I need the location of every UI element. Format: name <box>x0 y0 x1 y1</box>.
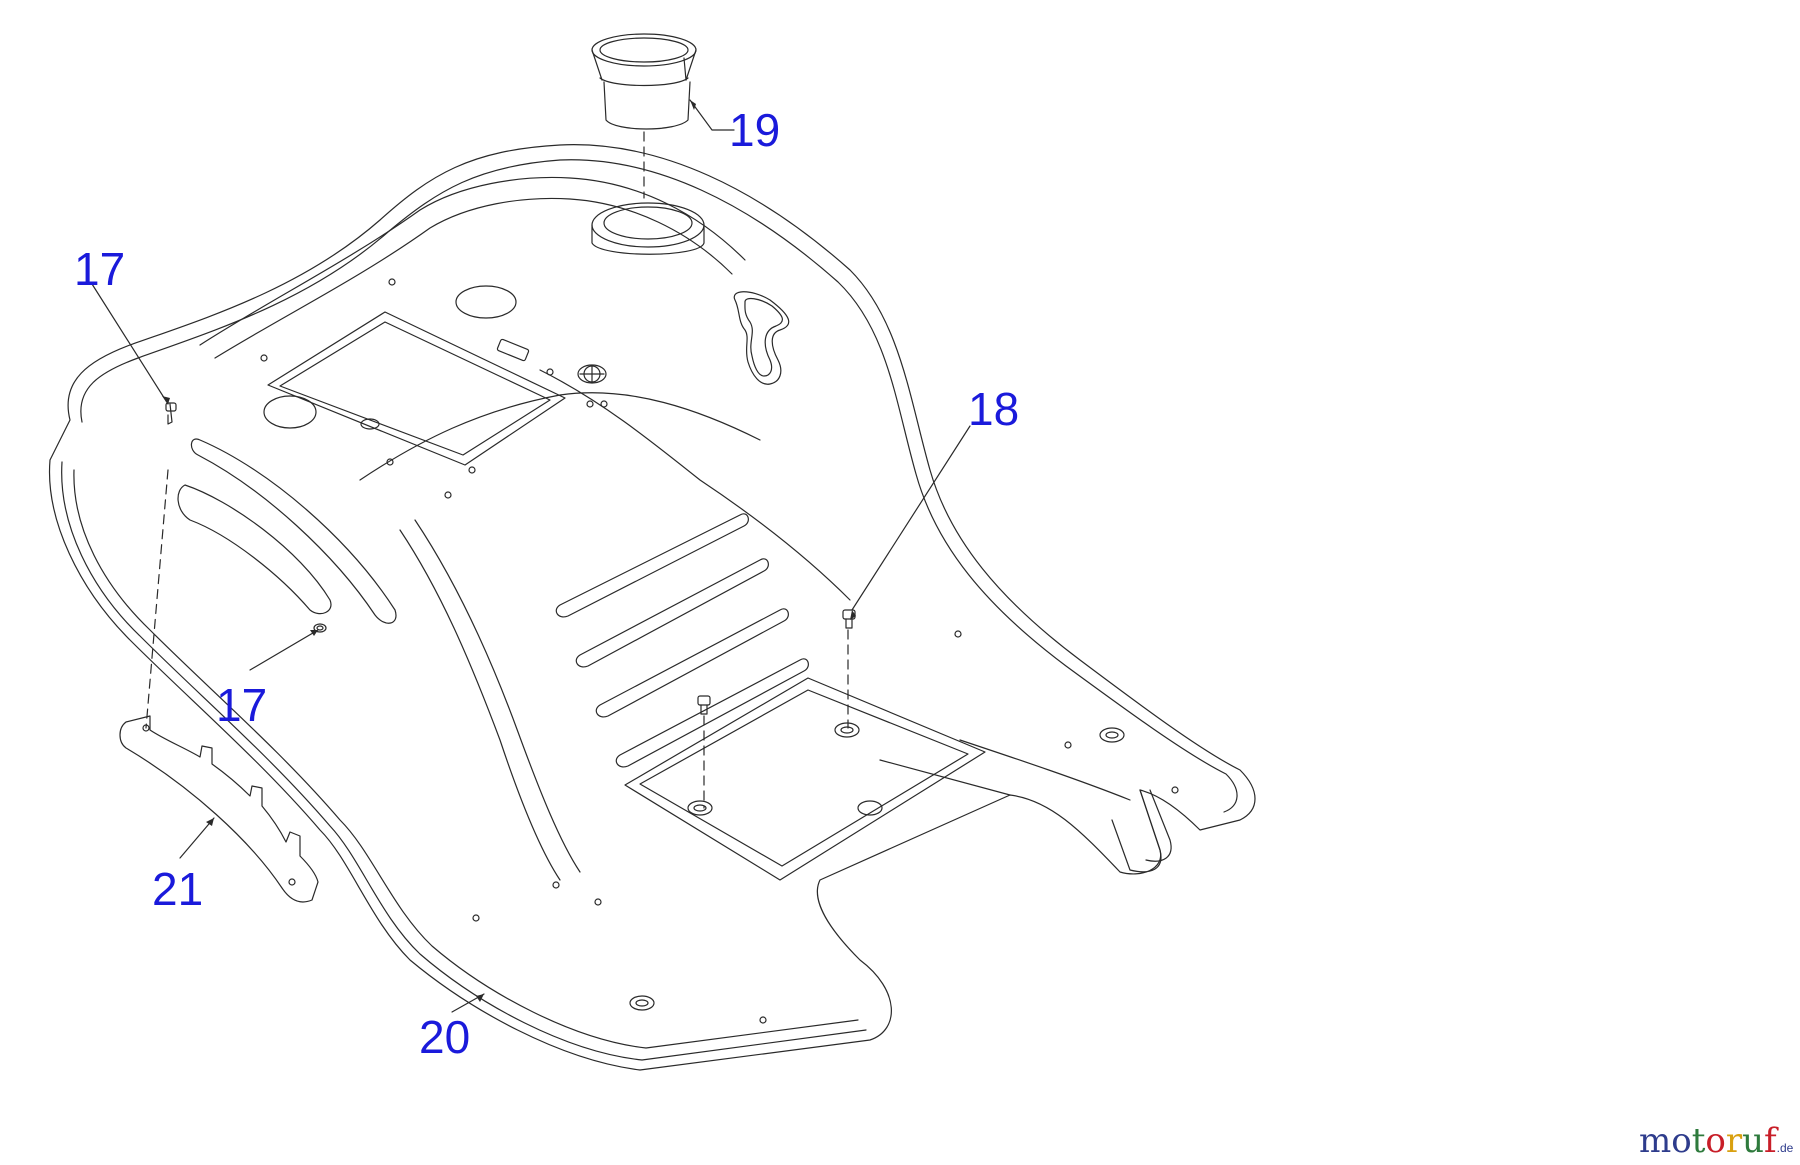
selector-plate-part <box>119 715 319 903</box>
logo-tld: .de <box>1776 1141 1794 1155</box>
assembly-lines <box>145 131 849 809</box>
callout-18: 18 <box>968 383 1020 435</box>
fender-body-shell <box>48 144 1256 1071</box>
callout-21: 21 <box>152 863 204 915</box>
logo-letters-3: o <box>1705 1121 1726 1161</box>
callout-17-bottom: 17 <box>216 679 268 731</box>
logo-letters-5: u <box>1742 1121 1765 1161</box>
logo-letters-1: mo <box>1639 1121 1692 1161</box>
fastener-17-top <box>165 402 177 425</box>
callout-17-top: 17 <box>74 243 126 295</box>
motoruf-logo: motoruf.de <box>1639 1124 1793 1165</box>
leader-19 <box>689 99 735 131</box>
leader-17-bottom <box>249 629 319 671</box>
logo-letters-4: r <box>1725 1121 1743 1161</box>
leader-arrowheads <box>162 100 856 1002</box>
callout-19: 19 <box>729 104 781 156</box>
callout-20: 20 <box>419 1011 471 1063</box>
fastener-18-lower <box>697 695 711 715</box>
fastener-17-bottom <box>313 623 327 633</box>
logo-letters-6: f <box>1764 1121 1777 1161</box>
fuel-cap-part <box>591 33 697 130</box>
logo-letters-2: t <box>1691 1121 1706 1161</box>
leader-lines <box>91 99 971 1013</box>
leader-17-top <box>91 283 169 405</box>
leader-21 <box>179 817 215 859</box>
leader-18 <box>851 425 971 611</box>
